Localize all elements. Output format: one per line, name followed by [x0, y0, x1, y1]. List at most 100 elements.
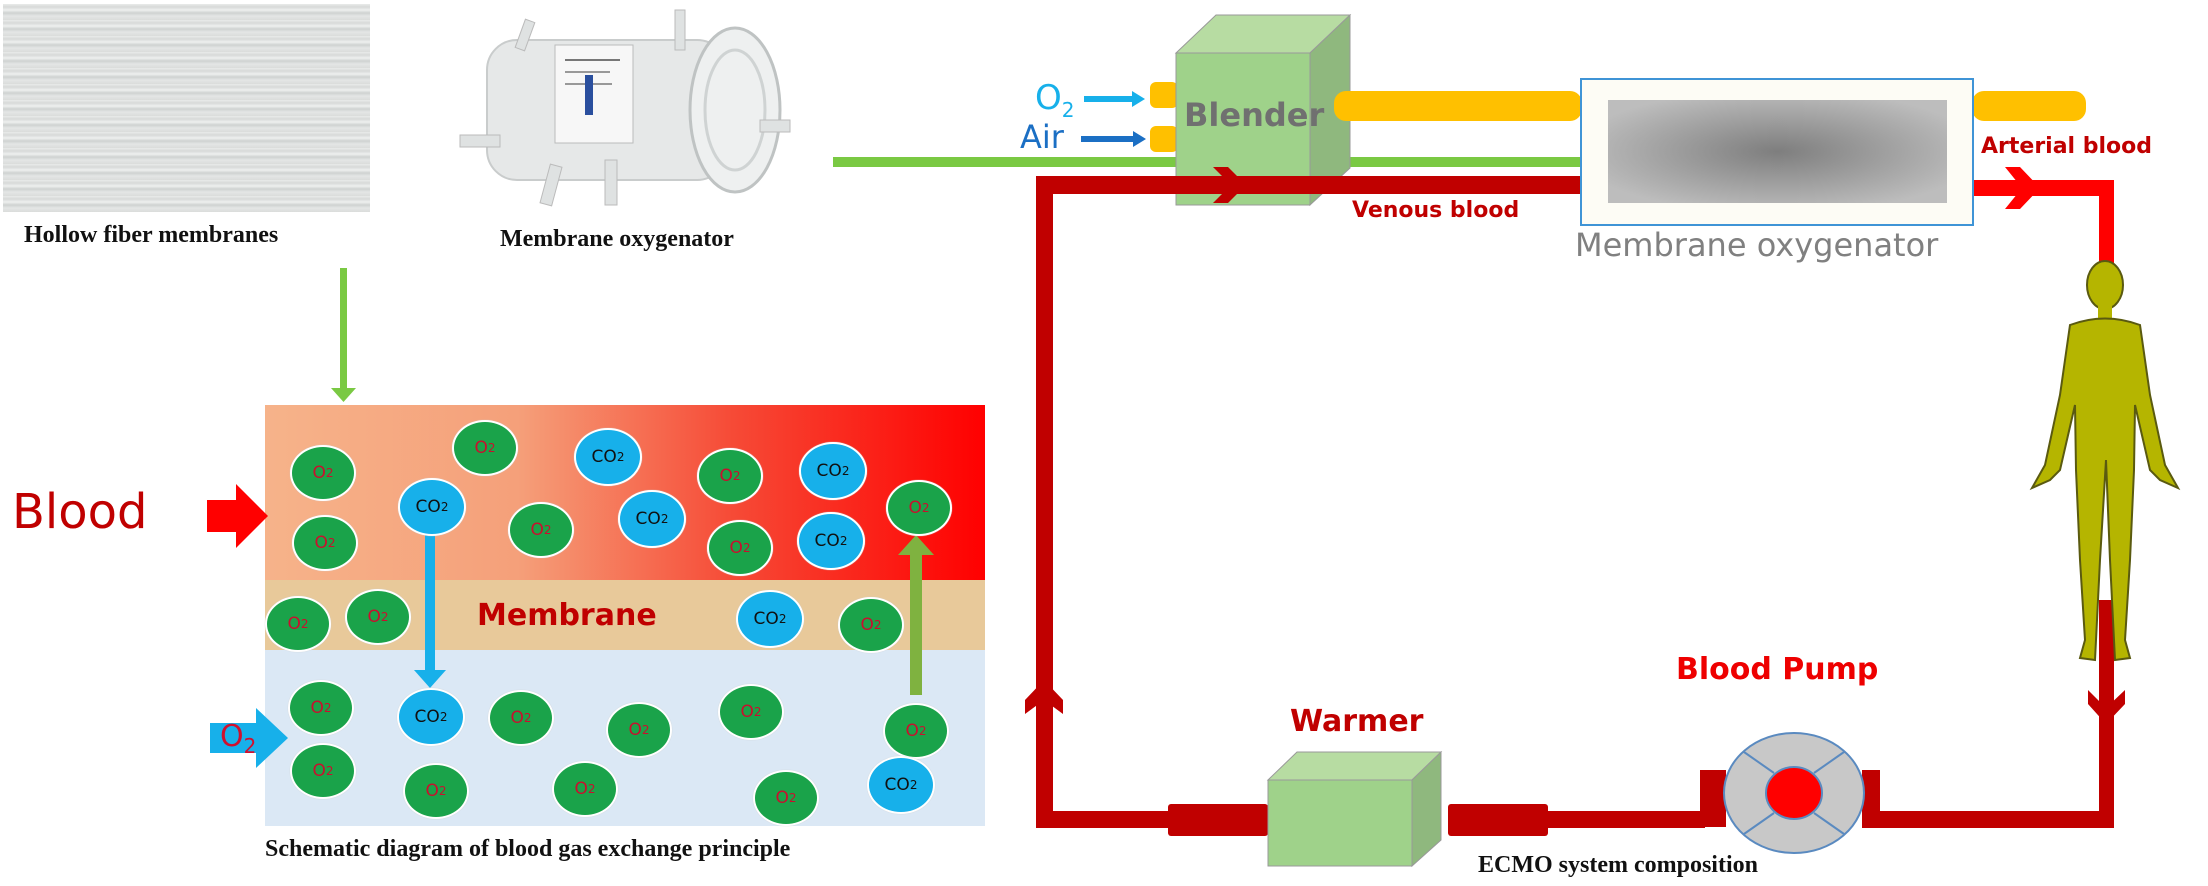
blended-gas-tube	[1334, 91, 1582, 121]
molecule-subscript: 2	[616, 450, 625, 464]
molecule-label: CO	[415, 497, 441, 517]
molecule-subscript: 2	[778, 612, 787, 626]
arterial-line	[1972, 180, 2114, 270]
molecule-subscript: 2	[660, 512, 669, 526]
air-input-label: Air	[1020, 118, 1064, 156]
molecule-label: O	[740, 702, 754, 722]
arterial-arrow-icon	[2005, 167, 2040, 209]
molecule-subscript: 2	[909, 778, 918, 792]
molecule-subscript: 2	[841, 464, 850, 478]
hollow-fiber-caption: Hollow fiber membranes	[24, 222, 279, 248]
o2-input-arrow-icon	[1084, 91, 1145, 107]
membrane-oxygenator-device	[1580, 78, 1974, 226]
molecule-label: O	[860, 615, 874, 635]
exchange-diagram-caption: Schematic diagram of blood gas exchange …	[265, 836, 791, 862]
molecule-subscript: 2	[788, 791, 797, 805]
molecule-label: CO	[814, 531, 840, 551]
molecule-label: O	[905, 721, 919, 741]
air-input-arrow-icon	[1081, 131, 1146, 147]
o2-input-label: O2	[1035, 78, 1075, 122]
molecule-subscript: 2	[587, 782, 596, 796]
hollow-fiber-photo	[3, 4, 370, 212]
molecule-label: O	[719, 466, 733, 486]
molecule-subscript: 2	[523, 711, 532, 725]
molecule-subscript: 2	[440, 500, 449, 514]
molecule-label: CO	[884, 775, 910, 795]
molecule-label: CO	[591, 447, 617, 467]
venous-arrow-icon	[1213, 167, 1246, 203]
patient-drain-arrow-icon	[2088, 690, 2125, 724]
molecule-label: O	[312, 761, 326, 781]
molecule-subscript: 2	[438, 784, 447, 798]
molecule-subscript: 2	[641, 723, 650, 737]
molecule-subscript: 2	[918, 724, 927, 738]
down-arrow-icon	[331, 268, 356, 402]
molecule-label: O	[425, 781, 439, 801]
o2-input-label-sub: 2	[1061, 97, 1075, 122]
blood-inflow-arrow-icon	[207, 484, 268, 548]
membrane-label: Membrane	[477, 598, 657, 633]
molecule-label: O	[310, 698, 324, 718]
arterial-blood-label: Arterial blood	[1981, 134, 2153, 159]
molecule-subscript: 2	[380, 610, 389, 624]
molecule-label: O	[908, 498, 922, 518]
gas-inflow-arrow-icon	[210, 708, 288, 768]
o2-inlet-tube	[1150, 82, 1178, 108]
molecule-label: O	[314, 533, 328, 553]
molecule-label: O	[628, 720, 642, 740]
molecule-label: CO	[635, 509, 661, 529]
molecule-label: O	[287, 614, 301, 634]
molecule-label: O	[729, 538, 743, 558]
molecule-label: CO	[414, 707, 440, 727]
blood-label: Blood	[12, 484, 148, 540]
molecule-label: O	[530, 520, 544, 540]
molecule-subscript: 2	[325, 764, 334, 778]
molecule-subscript: 2	[732, 469, 741, 483]
molecule-subscript: 2	[873, 618, 882, 632]
molecule-label: O	[510, 708, 524, 728]
venous-line	[1036, 176, 2114, 836]
molecule-subscript: 2	[327, 536, 336, 550]
molecule-subscript: 2	[439, 710, 448, 724]
blender-label: Blender	[1184, 96, 1325, 134]
molecule-subscript: 2	[487, 441, 496, 455]
gas-inlet-label-main: O	[220, 719, 244, 754]
molecule-subscript: 2	[300, 617, 309, 631]
air-inlet-tube	[1150, 126, 1178, 152]
molecule-subscript: 2	[325, 466, 334, 480]
blood-pump-label: Blood Pump	[1676, 652, 1879, 687]
oxygenator-label: Membrane oxygenator	[1575, 226, 1939, 264]
warmer-label: Warmer	[1290, 704, 1424, 739]
return-arrow-icon	[1025, 680, 1063, 714]
o2-input-label-main: O	[1035, 78, 1062, 118]
molecule-label: O	[775, 788, 789, 808]
molecule-subscript: 2	[921, 501, 930, 515]
molecule-label: O	[312, 463, 326, 483]
molecule-subscript: 2	[543, 523, 552, 537]
